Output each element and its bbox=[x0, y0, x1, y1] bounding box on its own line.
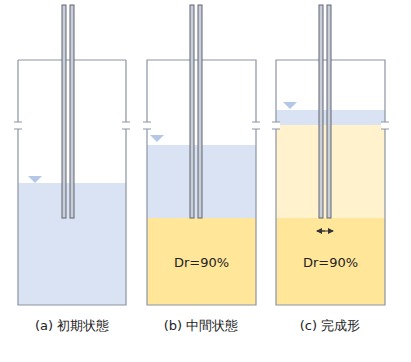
density-label: Dr=90% bbox=[174, 255, 229, 270]
density-label: Dr=90% bbox=[303, 255, 358, 270]
state-caption: (c) 完成形 bbox=[300, 317, 360, 335]
compacted-layer: Dr=90% bbox=[147, 238, 256, 286]
tank-a bbox=[18, 5, 126, 305]
tank-b bbox=[147, 5, 256, 305]
compacted-layer: Dr=90% bbox=[276, 238, 385, 286]
state-caption: (b) 中間状態 bbox=[164, 317, 239, 335]
tank-c bbox=[276, 5, 385, 305]
state-caption: (a) 初期状態 bbox=[35, 317, 109, 335]
wall-break bbox=[14, 122, 389, 129]
